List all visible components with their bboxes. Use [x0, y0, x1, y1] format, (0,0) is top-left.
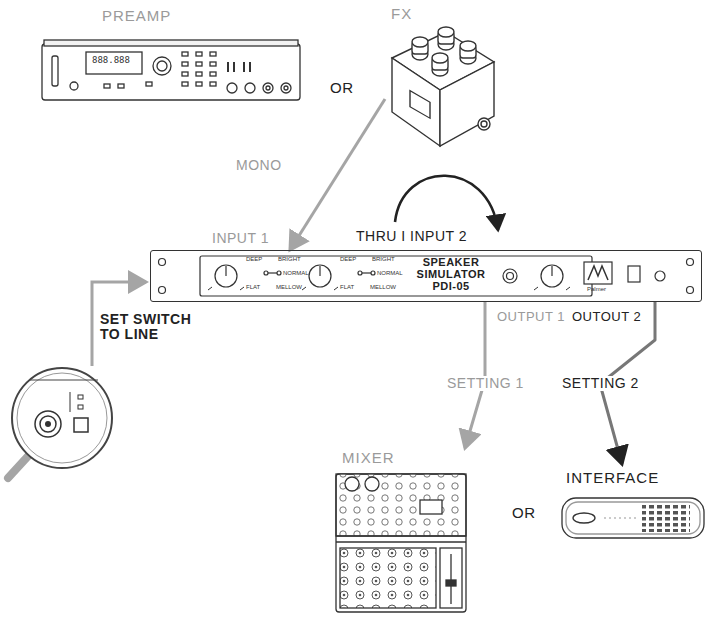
mixer-box: MIXER — [330, 448, 470, 616]
input-label: THRU I INPUT 2 — [356, 229, 467, 244]
switch-position: MELLOW — [276, 284, 302, 291]
rack-box: SPEAKER SIMULATOR PDI-05 — [150, 250, 702, 302]
preamp-box: PREAMP — [40, 6, 302, 104]
switch-position: NORMAL — [377, 270, 403, 277]
or-word: OR — [512, 505, 536, 522]
instruction-note: SET SWITCH TO LINE — [100, 312, 196, 343]
magnifier — [8, 368, 112, 478]
fx-pedal-drawing — [392, 27, 494, 146]
signal-arrow — [465, 302, 485, 448]
switch-position: BRIGHT — [278, 256, 301, 263]
preamp-drawing — [42, 40, 300, 100]
switch-position: MELLOW — [370, 284, 396, 291]
output-label: OUTOUT 2 — [572, 310, 641, 324]
display-readout: 888.888 — [92, 56, 130, 66]
switch-position: DEEP — [246, 256, 262, 263]
switch-position: BRIGHT — [372, 256, 395, 263]
thru-arrow — [395, 176, 498, 230]
mixer-drawing — [336, 474, 466, 612]
device-name: FX — [391, 6, 412, 23]
signal-arrow — [290, 99, 385, 250]
rack-panel — [159, 256, 694, 296]
output-label: OUTPUT 1 — [497, 310, 565, 324]
setting-label: SETTING 1 — [445, 376, 526, 391]
switch-position: DEEP — [340, 256, 356, 263]
device-name: PREAMP — [102, 8, 171, 25]
signal-label: MONO — [236, 158, 282, 173]
setting-label: SETTING 2 — [560, 376, 641, 391]
interface-box: INTERFACE — [558, 464, 706, 544]
interface-drawing — [562, 498, 704, 538]
device-name: INTERFACE — [566, 470, 659, 487]
switch-position: FLAT — [340, 284, 354, 291]
fx-box: FX — [385, 4, 497, 150]
or-word: OR — [330, 80, 354, 97]
device-name: MIXER — [342, 450, 395, 467]
switch-position: FLAT — [246, 284, 260, 291]
brand-logo: Palmer — [587, 286, 606, 293]
input-label: INPUT 1 — [212, 231, 269, 246]
switch-position: NORMAL — [283, 270, 309, 277]
device-title: SPEAKER SIMULATOR PDI-05 — [409, 256, 493, 292]
